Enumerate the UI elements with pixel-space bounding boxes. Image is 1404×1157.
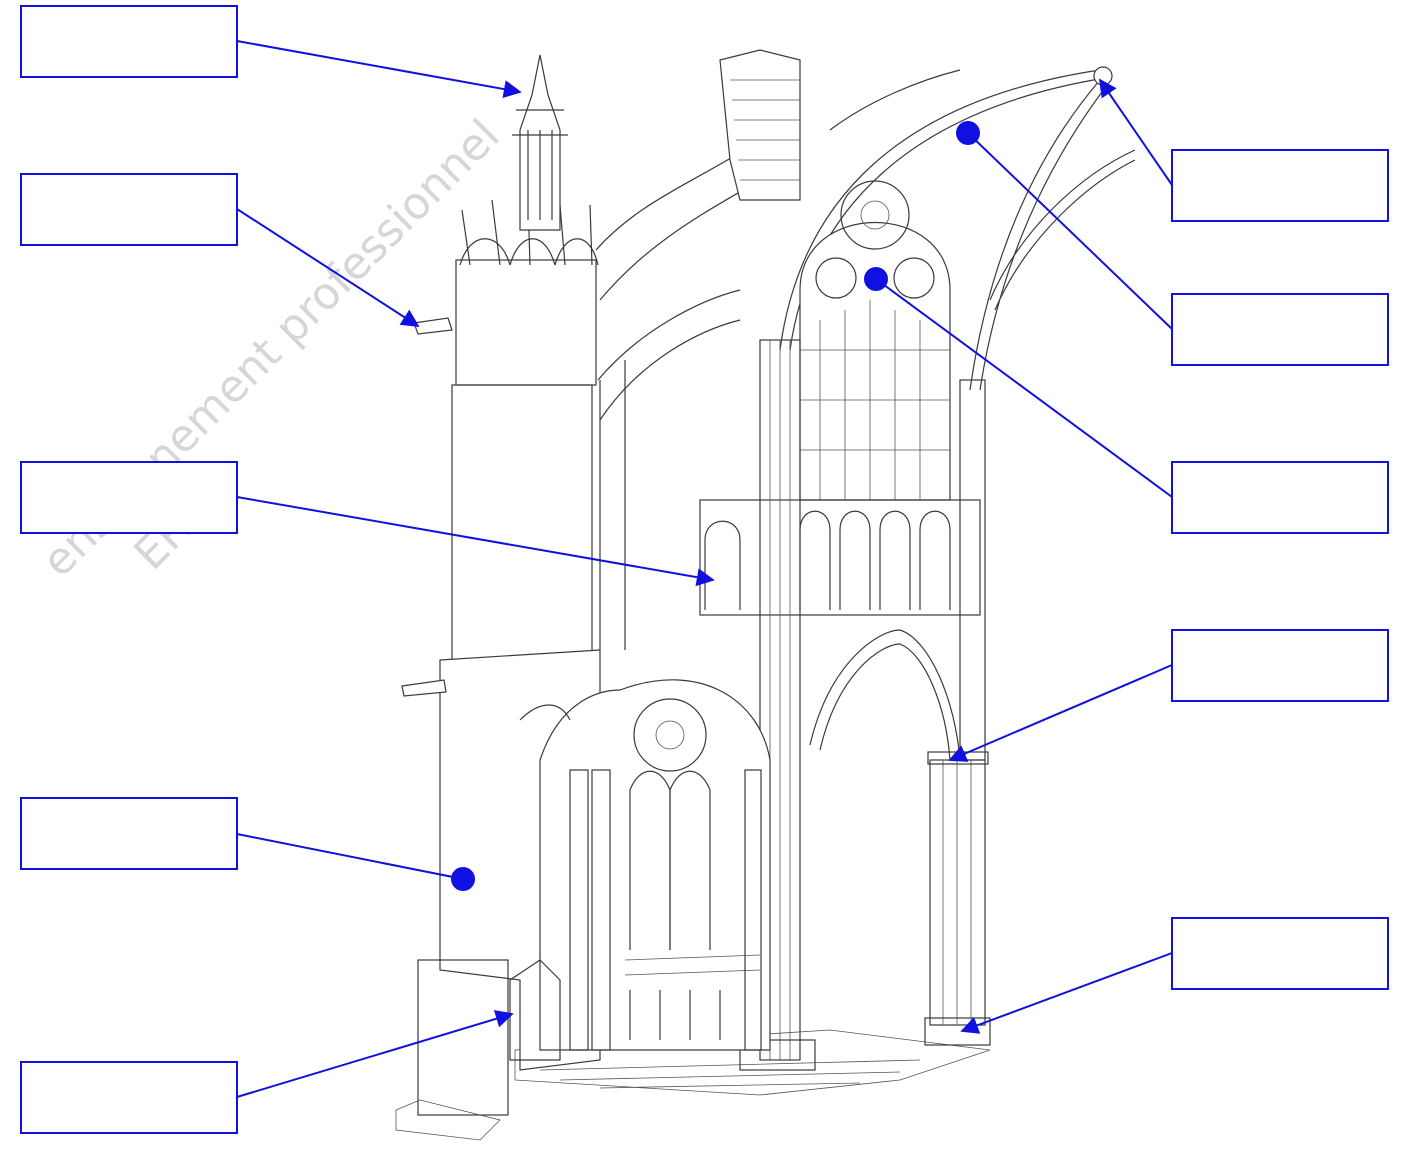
label-box-vault[interactable]: [1172, 294, 1388, 365]
leader-pinnacle: [237, 41, 520, 92]
label-box-capital[interactable]: [1172, 630, 1388, 701]
cathedral-illustration: [396, 50, 1135, 1140]
leader-vault: [968, 133, 1172, 329]
label-box-gargoyle[interactable]: [21, 174, 237, 245]
leader-triforium: [237, 497, 713, 580]
leader-chapel: [237, 1014, 512, 1097]
dot-buttress: [451, 867, 475, 891]
label-box-chapel-arcade[interactable]: [21, 1062, 237, 1133]
leader-pillar-base: [962, 953, 1172, 1031]
label-box-pinnacle[interactable]: [21, 6, 237, 77]
upper-wall: [720, 50, 800, 200]
label-box-triforium[interactable]: [21, 462, 237, 533]
label-box-rose-window[interactable]: [1172, 462, 1388, 533]
dot-rose-window: [864, 267, 888, 291]
label-box-keystone[interactable]: [1172, 150, 1388, 221]
clerestory-window: [800, 181, 950, 500]
leader-keystone: [1100, 80, 1172, 185]
triforium: [700, 500, 980, 615]
dot-vault: [956, 121, 980, 145]
leader-buttress: [237, 834, 463, 879]
leader-capital: [950, 665, 1172, 760]
label-box-pillar-base[interactable]: [1172, 918, 1388, 989]
label-box-buttress[interactable]: [21, 798, 237, 869]
